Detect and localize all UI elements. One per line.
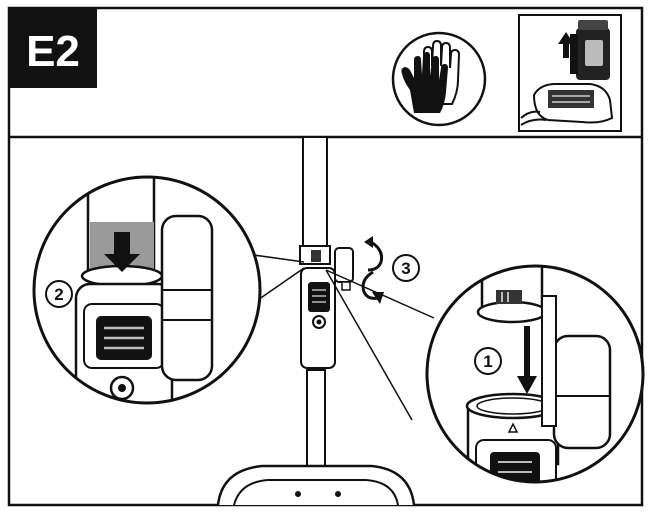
base-handle [216, 464, 416, 506]
handle-pole [302, 136, 328, 483]
battery-removal-icon [518, 14, 622, 132]
step-label: E2 [26, 27, 80, 76]
zoom-circle-right [425, 264, 645, 484]
callout-3-label: 3 [401, 259, 410, 278]
callout-1-label: 1 [483, 352, 492, 371]
callout-2-label: 2 [54, 285, 63, 304]
step-badge: E2 [9, 8, 97, 88]
insert-down-arrow [517, 326, 537, 394]
callout-step-2: 2 [45, 280, 73, 308]
zoom-circle-left [32, 175, 262, 405]
callout-step-1: 1 [474, 347, 502, 375]
callout-step-3: 3 [392, 254, 420, 282]
gloves-icon [391, 31, 487, 127]
push-down-arrow [104, 232, 140, 272]
clamp-assembly [299, 245, 354, 369]
